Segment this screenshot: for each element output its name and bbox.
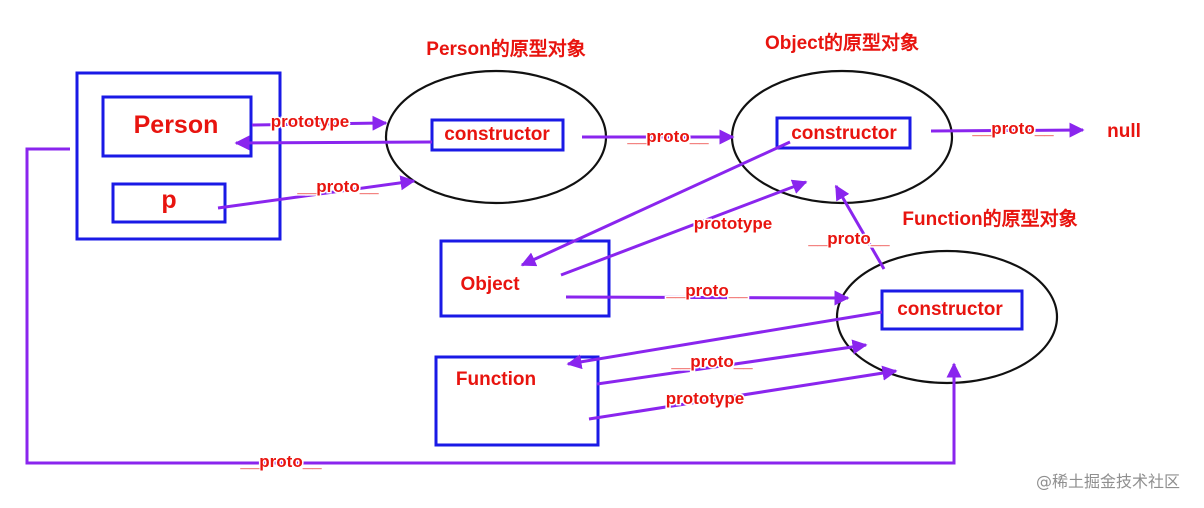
p-box bbox=[111, 182, 227, 224]
constructor-box-function-proto bbox=[880, 289, 1024, 331]
function-proto-to-object-proto-arrow bbox=[834, 184, 886, 270]
edge-label-person-prototype: prototype bbox=[271, 112, 349, 131]
edge-label-p-proto: __proto__ bbox=[296, 177, 379, 196]
bottom-proto-arrow bbox=[25, 147, 962, 465]
object-label: Object bbox=[460, 274, 520, 295]
object-prototype-arrow bbox=[560, 179, 808, 277]
constructor-box-person-proto bbox=[430, 118, 565, 152]
function-label: Function bbox=[456, 369, 536, 390]
constructor-box-object-proto bbox=[775, 116, 912, 150]
constructor-to-person-arrow bbox=[234, 135, 433, 151]
constructor-to-object-arrow bbox=[520, 140, 791, 267]
constructor-label-object-proto: constructor bbox=[791, 123, 897, 144]
object-box bbox=[439, 239, 611, 318]
person-box bbox=[101, 95, 253, 158]
null-label: null bbox=[1107, 121, 1141, 142]
person-label: Person bbox=[134, 111, 219, 139]
constructor-label-person-proto: constructor bbox=[444, 124, 550, 145]
function-prototype-arrow bbox=[588, 365, 898, 421]
person-constructor-group-box bbox=[75, 71, 282, 241]
function-box bbox=[434, 355, 600, 447]
constructor-to-function-arrow bbox=[566, 310, 883, 370]
edge-label-function-proto-proto: __proto__ bbox=[807, 229, 890, 248]
watermark: @稀土掘金技术社区 bbox=[1036, 472, 1180, 491]
object-proto-to-null-arrow bbox=[930, 122, 1085, 138]
edge-label-function-prototype: prototype bbox=[666, 389, 744, 408]
function-proto-arrow bbox=[596, 339, 868, 386]
edge-label-object-prototype: prototype bbox=[694, 214, 772, 233]
edge-label-object-proto-proto: __proto__ bbox=[971, 119, 1054, 138]
p-label: p bbox=[161, 186, 176, 214]
function-prototype-ellipse bbox=[835, 249, 1059, 385]
object-proto-to-function-proto-arrow bbox=[565, 290, 850, 306]
edge-label-object-to-function-proto: __proto__ bbox=[665, 281, 748, 300]
edge-label-person-proto-proto: __proto__ bbox=[626, 127, 709, 146]
edge-label-function-proto: __proto__ bbox=[670, 352, 753, 371]
function-prototype-title: Function的原型对象 bbox=[902, 207, 1077, 230]
person-prototype-arrow bbox=[251, 115, 388, 131]
person-prototype-title: Person的原型对象 bbox=[426, 37, 585, 60]
p-proto-arrow bbox=[217, 175, 416, 210]
object-prototype-title: Object的原型对象 bbox=[765, 31, 919, 54]
constructor-label-function-proto: constructor bbox=[897, 299, 1003, 320]
edge-label-bottom-proto: __proto__ bbox=[239, 452, 322, 471]
